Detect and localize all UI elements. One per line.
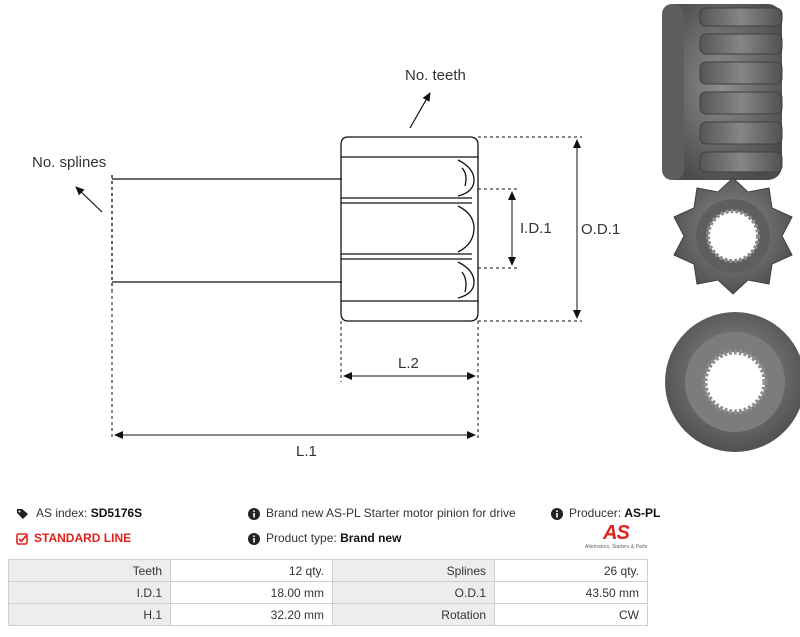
logo-text: AS <box>603 522 630 544</box>
as-index-label: AS index: <box>36 506 88 520</box>
spec-label: Rotation <box>332 603 495 626</box>
product-type-row: Product type: Brand new <box>248 531 401 545</box>
spec-value: CW <box>494 603 648 626</box>
spec-value: 12 qty. <box>170 559 333 582</box>
pinion-front-photo <box>673 177 793 295</box>
l2-label: L.2 <box>398 355 419 372</box>
spec-value: 43.50 mm <box>494 581 648 604</box>
spec-value: 32.20 mm <box>170 603 333 626</box>
logo-tagline: Alternators, Starters & Parts <box>585 544 648 550</box>
splines-label: No. splines <box>32 154 106 171</box>
producer-value: AS-PL <box>624 506 661 520</box>
table-row: H.1 32.20 mm Rotation CW <box>8 603 648 626</box>
spec-label: I.D.1 <box>8 581 171 604</box>
pinion-side-photo <box>662 4 783 180</box>
spec-value: 26 qty. <box>494 559 648 582</box>
spec-label: O.D.1 <box>332 581 495 604</box>
standard-line-row: STANDARD LINE <box>16 531 131 545</box>
standard-line-label: STANDARD LINE <box>34 531 132 545</box>
as-index-row: AS index: SD5176S <box>16 506 142 520</box>
info-icon <box>248 507 260 520</box>
spec-label: Splines <box>332 559 495 582</box>
l2-dimension <box>340 321 479 440</box>
description-row: Brand new AS-PL Starter motor pinion for… <box>248 506 516 520</box>
specs-table: Teeth 12 qty. Splines 26 qty. I.D.1 18.0… <box>8 559 648 626</box>
as-index-value: SD5176S <box>90 506 143 520</box>
producer-label: Producer: <box>569 506 622 520</box>
od1-label: O.D.1 <box>581 221 620 238</box>
spec-value: 18.00 mm <box>170 581 333 604</box>
spec-label: H.1 <box>8 603 171 626</box>
producer-row: Producer: AS-PL <box>551 506 660 520</box>
table-row: I.D.1 18.00 mm O.D.1 43.50 mm <box>8 581 648 604</box>
pinion-gear-body <box>340 136 479 322</box>
product-type-label: Product type: <box>266 531 337 545</box>
checkbox-check-icon <box>16 533 28 545</box>
product-type-value: Brand new <box>340 531 402 545</box>
l1-dimension <box>111 290 476 440</box>
teeth-label: No. teeth <box>405 67 466 84</box>
as-pl-logo: AS Alternators, Starters & Parts <box>585 522 655 552</box>
technical-drawing: No. teeth No. splines I.D.1 O.D.1 L.2 L.… <box>32 4 800 460</box>
id1-label: I.D.1 <box>520 220 552 237</box>
od1-dimension <box>478 136 582 322</box>
product-description: Brand new AS-PL Starter motor pinion for… <box>266 506 516 520</box>
pinion-shaft <box>112 178 342 283</box>
info-icon <box>248 532 260 545</box>
info-icon <box>551 507 563 520</box>
teeth-leader-arrow <box>409 92 431 129</box>
id1-dimension <box>478 188 518 269</box>
spec-label: Teeth <box>8 559 171 582</box>
l1-label: L.1 <box>296 443 317 460</box>
tags-icon <box>17 508 28 519</box>
pinion-rear-photo <box>665 312 800 452</box>
splines-leader-arrow <box>75 186 103 213</box>
table-row: Teeth 12 qty. Splines 26 qty. <box>8 559 648 582</box>
